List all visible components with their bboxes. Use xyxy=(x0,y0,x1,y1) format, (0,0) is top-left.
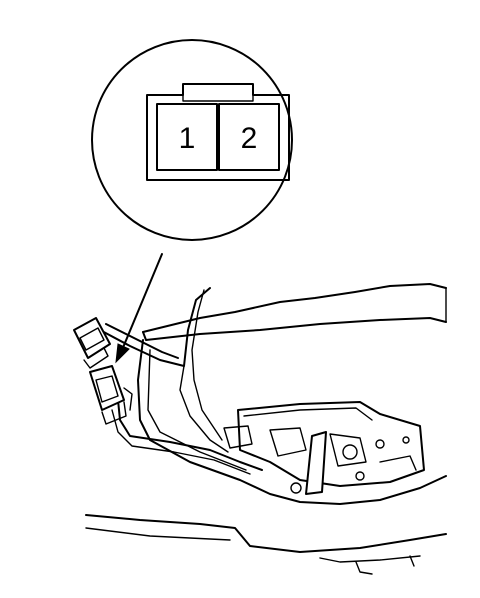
pin-cavity-1 xyxy=(156,103,218,171)
sill-clip-2 xyxy=(409,555,415,567)
connector-latch xyxy=(182,94,254,102)
harness-branch-2 xyxy=(191,289,223,441)
callout-arrow-head xyxy=(115,343,130,364)
actuator-bolt-4 xyxy=(402,436,410,444)
harness-connector-body xyxy=(73,317,111,359)
sill-bottom xyxy=(319,555,421,563)
actuator-body xyxy=(237,401,425,487)
actuator-gear xyxy=(342,444,358,460)
harness-connector-face xyxy=(79,327,105,351)
connector-callout: 1 2 xyxy=(91,39,293,364)
harness-lower xyxy=(117,399,263,471)
pin-label-2: 2 xyxy=(241,122,258,155)
actuator-motor xyxy=(329,433,367,467)
actuator-connector-clip xyxy=(123,387,133,411)
callout-leader-line xyxy=(121,253,163,351)
actuator-bolt-2 xyxy=(290,482,302,494)
actuator-bolt-1 xyxy=(375,439,385,449)
actuator-bracket xyxy=(223,425,253,449)
actuator-connector-body xyxy=(89,365,125,411)
actuator-bolt-3 xyxy=(355,471,365,481)
harness-main-2 xyxy=(105,323,179,359)
actuator-cover xyxy=(269,427,307,457)
harness-branch xyxy=(179,365,229,453)
wiring-harness xyxy=(99,287,263,475)
harness-connector-lock xyxy=(83,347,109,369)
harness-lower-2 xyxy=(111,409,251,475)
sill-clip xyxy=(355,561,373,575)
panel-inner-contour xyxy=(147,349,247,471)
door-lock-actuator xyxy=(223,401,425,495)
upper-trim-lower-edge xyxy=(142,317,447,341)
actuator-connector-base xyxy=(101,401,127,425)
pin-label-1: 1 xyxy=(179,122,196,155)
sill-upper-edge xyxy=(85,514,447,553)
vehicle-body xyxy=(85,283,447,575)
actuator-rod xyxy=(305,431,327,495)
actuator-detail xyxy=(379,455,417,471)
actuator-connector xyxy=(89,365,133,425)
panel-outline xyxy=(137,339,447,505)
callout-circle xyxy=(91,39,293,241)
connector-face: 1 2 xyxy=(146,83,290,181)
harness-connector xyxy=(73,317,111,369)
upper-trim-edge xyxy=(142,283,447,333)
sill-lower-edge xyxy=(85,527,231,541)
pin-cavity-2 xyxy=(218,103,280,171)
actuator-top-edge xyxy=(243,407,373,421)
actuator-connector-face xyxy=(95,375,119,403)
